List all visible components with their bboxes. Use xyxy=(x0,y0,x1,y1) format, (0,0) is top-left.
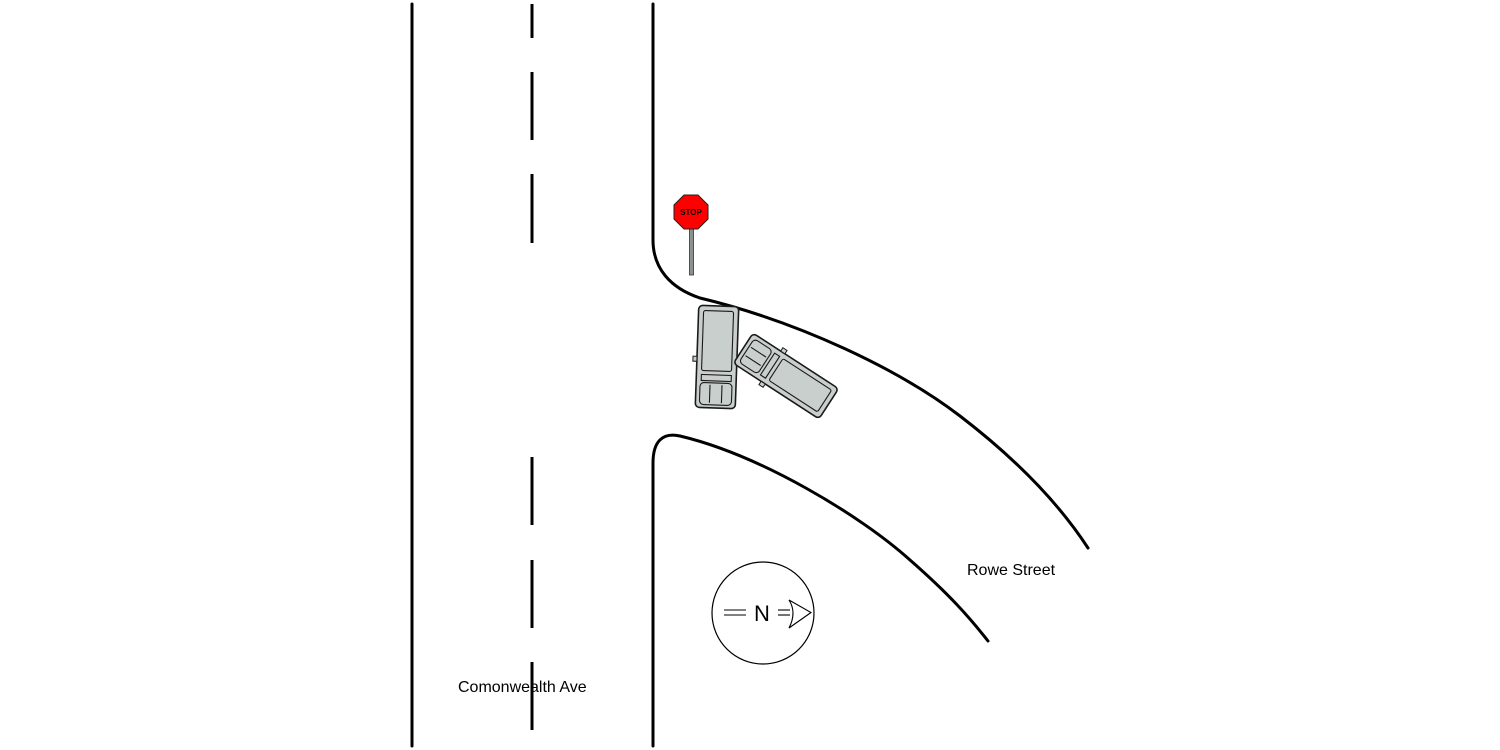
vehicle-1 xyxy=(692,304,742,410)
main-road-east-edge-north xyxy=(651,2,702,300)
vehicle-1-hood-line xyxy=(708,384,711,403)
vehicle-1-hood-line xyxy=(720,385,723,404)
vehicle-2-mirror xyxy=(758,380,766,389)
stop-sign: STOP xyxy=(673,194,709,276)
side-road xyxy=(678,296,1090,643)
vehicle-2-cargo-bed xyxy=(769,358,832,412)
vehicle-2-body xyxy=(734,333,838,419)
stop-sign-post xyxy=(689,227,694,276)
stop-sign-text: STOP xyxy=(680,208,702,217)
vehicle-2-mirror xyxy=(780,347,788,355)
main-road xyxy=(410,2,702,748)
compass: N xyxy=(711,561,815,665)
stop-sign-icon xyxy=(673,194,709,230)
vehicle-1-windshield xyxy=(700,373,732,383)
main-road-label: Comonwealth Ave xyxy=(458,679,587,696)
vehicle-1-cargo-bed xyxy=(701,310,735,372)
side-road-north-edge xyxy=(698,296,1090,550)
vehicle-2-hood xyxy=(739,339,772,374)
vehicle-2 xyxy=(734,333,838,419)
vehicle-1-mirror xyxy=(692,355,698,362)
vehicle-2-windshield xyxy=(759,352,781,379)
side-road-south-edge xyxy=(678,434,990,643)
side-road-label: Rowe Street xyxy=(967,562,1056,579)
vehicle-1-hood xyxy=(698,382,733,406)
vehicle-2-hood-line xyxy=(745,355,761,366)
compass-circle xyxy=(711,561,815,665)
north-arrow-icon xyxy=(724,599,813,629)
main-road-east-edge-south xyxy=(651,433,682,748)
vehicle-2-hood-line xyxy=(750,346,767,358)
compass-north-label: N xyxy=(754,601,770,626)
